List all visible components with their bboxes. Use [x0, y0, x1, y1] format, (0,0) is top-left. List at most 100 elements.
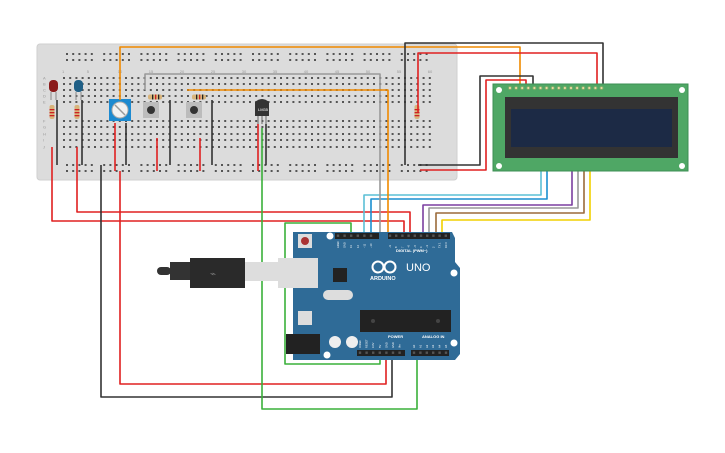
breadboard-hole[interactable] — [329, 77, 332, 79]
rail-hole[interactable] — [146, 53, 149, 55]
rail-hole[interactable] — [233, 164, 236, 166]
power-pin[interactable] — [358, 351, 362, 354]
breadboard-hole[interactable] — [149, 89, 152, 91]
breadboard-hole[interactable] — [422, 120, 425, 122]
rail-hole[interactable] — [159, 170, 161, 172]
rail-hole[interactable] — [382, 170, 385, 172]
breadboard-hole[interactable] — [317, 133, 320, 135]
breadboard-hole[interactable] — [137, 89, 140, 91]
rail-hole[interactable] — [332, 164, 335, 166]
breadboard-hole[interactable] — [87, 101, 90, 103]
breadboard-hole[interactable] — [137, 77, 140, 79]
breadboard-hole[interactable] — [205, 77, 208, 79]
breadboard-hole[interactable] — [94, 89, 96, 91]
rail-hole[interactable] — [307, 170, 310, 172]
rail-hole[interactable] — [289, 53, 292, 55]
breadboard-hole[interactable] — [187, 77, 189, 79]
breadboard-hole[interactable] — [366, 101, 369, 103]
rail-hole[interactable] — [369, 164, 372, 166]
breadboard-hole[interactable] — [366, 146, 369, 148]
breadboard-hole[interactable] — [63, 133, 65, 135]
breadboard-hole[interactable] — [199, 120, 202, 122]
breadboard-hole[interactable] — [342, 126, 344, 128]
breadboard-hole[interactable] — [156, 89, 158, 91]
breadboard-hole[interactable] — [242, 133, 245, 135]
breadboard-hole[interactable] — [329, 126, 332, 128]
red-led[interactable] — [49, 80, 58, 100]
rail-hole[interactable] — [177, 59, 180, 61]
breadboard-hole[interactable] — [385, 139, 388, 141]
analog-pin[interactable] — [419, 351, 422, 354]
breadboard-hole[interactable] — [94, 133, 96, 135]
breadboard-hole[interactable] — [323, 133, 326, 135]
rail-hole[interactable] — [407, 53, 409, 55]
breadboard-hole[interactable] — [100, 83, 103, 85]
digital-pin[interactable] — [444, 234, 447, 237]
breadboard-hole[interactable] — [94, 139, 96, 141]
rail-hole[interactable] — [183, 53, 186, 55]
breadboard-hole[interactable] — [342, 146, 344, 148]
breadboard-hole[interactable] — [199, 126, 202, 128]
power-pin[interactable] — [391, 351, 395, 354]
breadboard-hole[interactable] — [75, 139, 78, 141]
breadboard-hole[interactable] — [273, 126, 276, 128]
breadboard-hole[interactable] — [280, 126, 282, 128]
rail-hole[interactable] — [103, 59, 106, 61]
breadboard-hole[interactable] — [342, 95, 344, 97]
rail-hole[interactable] — [276, 164, 279, 166]
breadboard-hole[interactable] — [267, 126, 270, 128]
breadboard-hole[interactable] — [205, 126, 208, 128]
breadboard-hole[interactable] — [180, 126, 183, 128]
rail-hole[interactable] — [78, 59, 81, 61]
rail-hole[interactable] — [196, 164, 199, 166]
breadboard-hole[interactable] — [348, 120, 351, 122]
breadboard-hole[interactable] — [298, 77, 301, 79]
breadboard-hole[interactable] — [112, 126, 115, 128]
breadboard-hole[interactable] — [131, 120, 134, 122]
breadboard-hole[interactable] — [292, 133, 295, 135]
breadboard-hole[interactable] — [106, 101, 109, 103]
breadboard-hole[interactable] — [329, 120, 332, 122]
lcd-pin[interactable] — [532, 85, 537, 91]
rail-hole[interactable] — [276, 59, 279, 61]
rail-hole[interactable] — [214, 53, 217, 55]
arduino-uno[interactable]: ARDUINO UNO DIGITAL (PWM~) POWER ANALOG … — [278, 232, 460, 360]
rail-hole[interactable] — [258, 164, 261, 166]
rail-hole[interactable] — [190, 170, 192, 172]
breadboard-hole[interactable] — [354, 146, 357, 148]
breadboard-hole[interactable] — [230, 146, 233, 148]
rail-hole[interactable] — [66, 170, 68, 172]
breadboard-hole[interactable] — [360, 101, 363, 103]
breadboard-hole[interactable] — [199, 83, 202, 85]
breadboard-hole[interactable] — [211, 77, 214, 79]
breadboard-hole[interactable] — [87, 126, 90, 128]
breadboard-hole[interactable] — [391, 139, 394, 141]
rail-hole[interactable] — [109, 53, 112, 55]
rail-hole[interactable] — [190, 59, 192, 61]
breadboard-hole[interactable] — [292, 120, 295, 122]
breadboard-hole[interactable] — [267, 146, 270, 148]
breadboard-hole[interactable] — [255, 146, 258, 148]
breadboard-hole[interactable] — [286, 83, 289, 85]
breadboard-hole[interactable] — [131, 89, 134, 91]
breadboard-hole[interactable] — [311, 133, 313, 135]
breadboard-hole[interactable] — [81, 77, 84, 79]
breadboard-hole[interactable] — [162, 126, 165, 128]
breadboard-hole[interactable] — [298, 101, 301, 103]
breadboard-hole[interactable] — [323, 95, 326, 97]
breadboard-hole[interactable] — [143, 126, 146, 128]
breadboard-hole[interactable] — [87, 83, 90, 85]
rail-hole[interactable] — [202, 53, 205, 55]
rail-hole[interactable] — [221, 59, 223, 61]
breadboard-hole[interactable] — [218, 77, 220, 79]
breadboard-hole[interactable] — [149, 133, 152, 135]
rail-hole[interactable] — [90, 59, 93, 61]
breadboard-hole[interactable] — [193, 139, 196, 141]
rail-hole[interactable] — [369, 170, 372, 172]
lcd-16x2[interactable] — [492, 83, 689, 172]
rail-hole[interactable] — [78, 164, 81, 166]
breadboard-hole[interactable] — [242, 139, 245, 141]
breadboard-hole[interactable] — [323, 146, 326, 148]
breadboard-hole[interactable] — [69, 146, 72, 148]
breadboard-hole[interactable] — [218, 126, 220, 128]
